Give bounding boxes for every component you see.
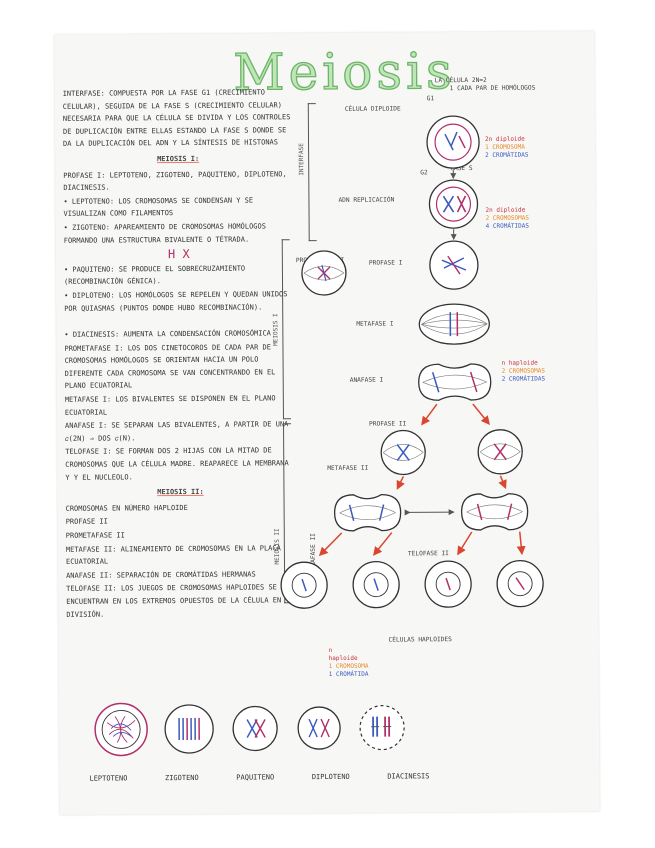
profase2-cell-left [381,430,425,474]
stage-cell-leptoteno [95,703,147,755]
anafase2-cell-right [461,494,527,530]
anafase2-cell-left [335,494,401,530]
haploid-cell-3 [425,561,471,607]
prometafase1-cell [302,251,346,295]
stage-cell-zigoteno [165,705,213,753]
profase2-cell-right [478,430,522,474]
haploid-cell-1 [281,562,327,608]
stage-label-leptoteno: LEPTOTENO [89,772,127,785]
stage-cell-diploteno [298,707,340,749]
haploid-cell-2 [353,562,399,608]
stage-label-zigoteno: ZIGOTENO [165,772,199,785]
anafase1-cell [419,364,491,401]
notebook-sheet: Meiosis INTERFASE: COMPUESTA POR LA FASE… [54,31,599,815]
haploid-cell-4 [497,560,543,606]
stage-labels: LEPTOTENO ZIGOTENO PAQUITENO DIPLOTENO D… [89,770,429,785]
stage-label-diacinesis: DIACINESIS [387,770,429,783]
profase1-cell [430,241,478,289]
meiosis-diagram [54,31,599,815]
stage-label-diploteno: DIPLOTENO [312,771,350,784]
g2-cell [429,180,477,228]
stage-cell-paquiteno [233,706,277,750]
g1-cell [427,116,479,168]
stage-cell-diacinesis [360,705,404,749]
metafase1-cell [419,304,489,344]
stage-label-paquiteno: PAQUITENO [236,771,274,784]
